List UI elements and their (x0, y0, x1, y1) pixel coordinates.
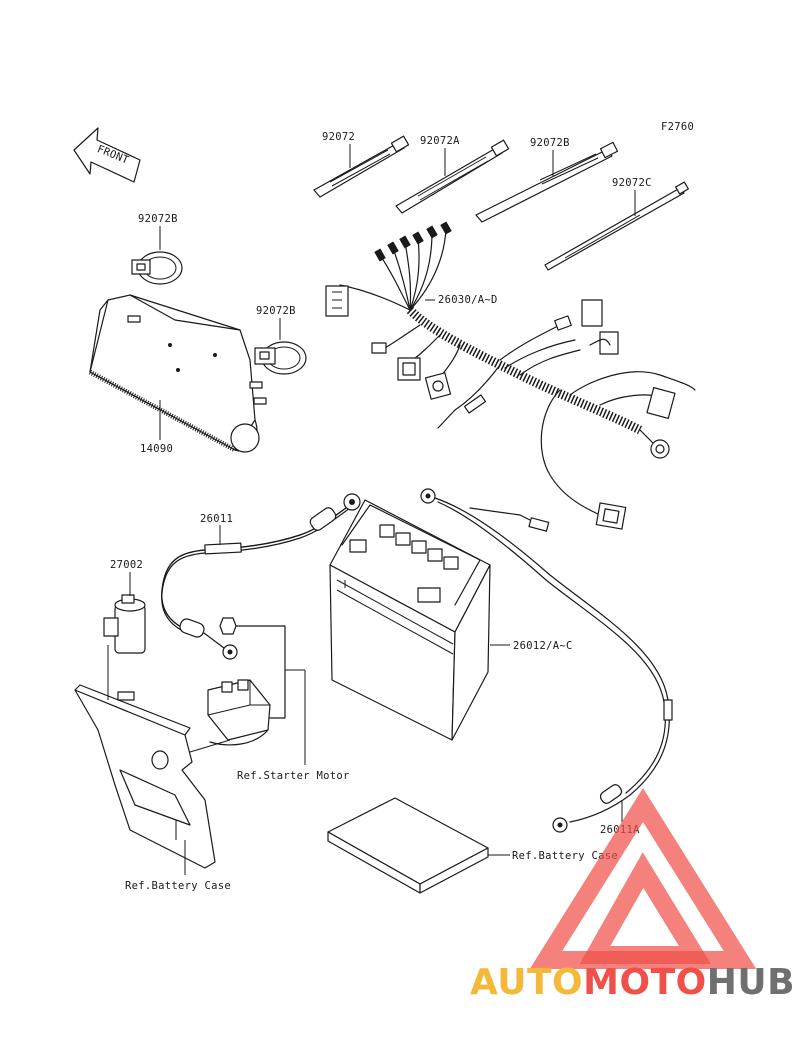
part-label-battery: 26012/A~C (513, 640, 573, 652)
part-label-harness: 26030/A~D (438, 294, 498, 306)
cable-26011A (420, 488, 673, 833)
clamp-top (131, 251, 183, 285)
watermark-hub: HUB (707, 962, 795, 1003)
cover-14090 (88, 294, 267, 453)
watermark-logo: AUTOMOTOHUB (470, 788, 795, 1003)
part-label-clamp-top: 92072B (138, 213, 178, 225)
battery-26012 (329, 499, 491, 741)
svg-text:AUTOMOTOHUB: AUTOMOTOHUB (470, 962, 795, 1003)
battery-case-pad (327, 797, 489, 894)
ref-battery-case-left: Ref.Battery Case (125, 880, 231, 892)
relay-27002 (103, 594, 146, 654)
part-label-cover: 14090 (140, 443, 173, 455)
part-label-cable-pos: 26011 (200, 513, 233, 525)
strap-92072B (475, 141, 619, 223)
part-label-strap-a: 92072 (322, 131, 355, 143)
part-label-relay: 27002 (110, 559, 143, 571)
part-label-strap-d: 92072C (612, 177, 652, 189)
strap-92072 (313, 135, 410, 198)
ref-starter-motor: Ref.Starter Motor (237, 770, 350, 782)
strap-92072C (544, 181, 689, 271)
figure-code: F2760 (661, 121, 694, 133)
part-label-strap-b: 92072A (420, 135, 460, 147)
ref-battery-case-right: Ref.Battery Case (512, 850, 618, 862)
part-label-clamp-right: 92072B (256, 305, 296, 317)
clamp-right (254, 341, 307, 375)
battery-case-bracket (74, 645, 231, 869)
front-arrow-icon: FRONT (73, 127, 141, 183)
strap-92072A (395, 139, 510, 214)
part-label-strap-c: 92072B (530, 137, 570, 149)
starter-relay (207, 617, 286, 746)
cable-26011 (161, 493, 361, 660)
watermark-auto: AUTO (470, 962, 583, 1003)
watermark-moto: MOTO (583, 962, 707, 1003)
wire-harness (325, 221, 696, 530)
